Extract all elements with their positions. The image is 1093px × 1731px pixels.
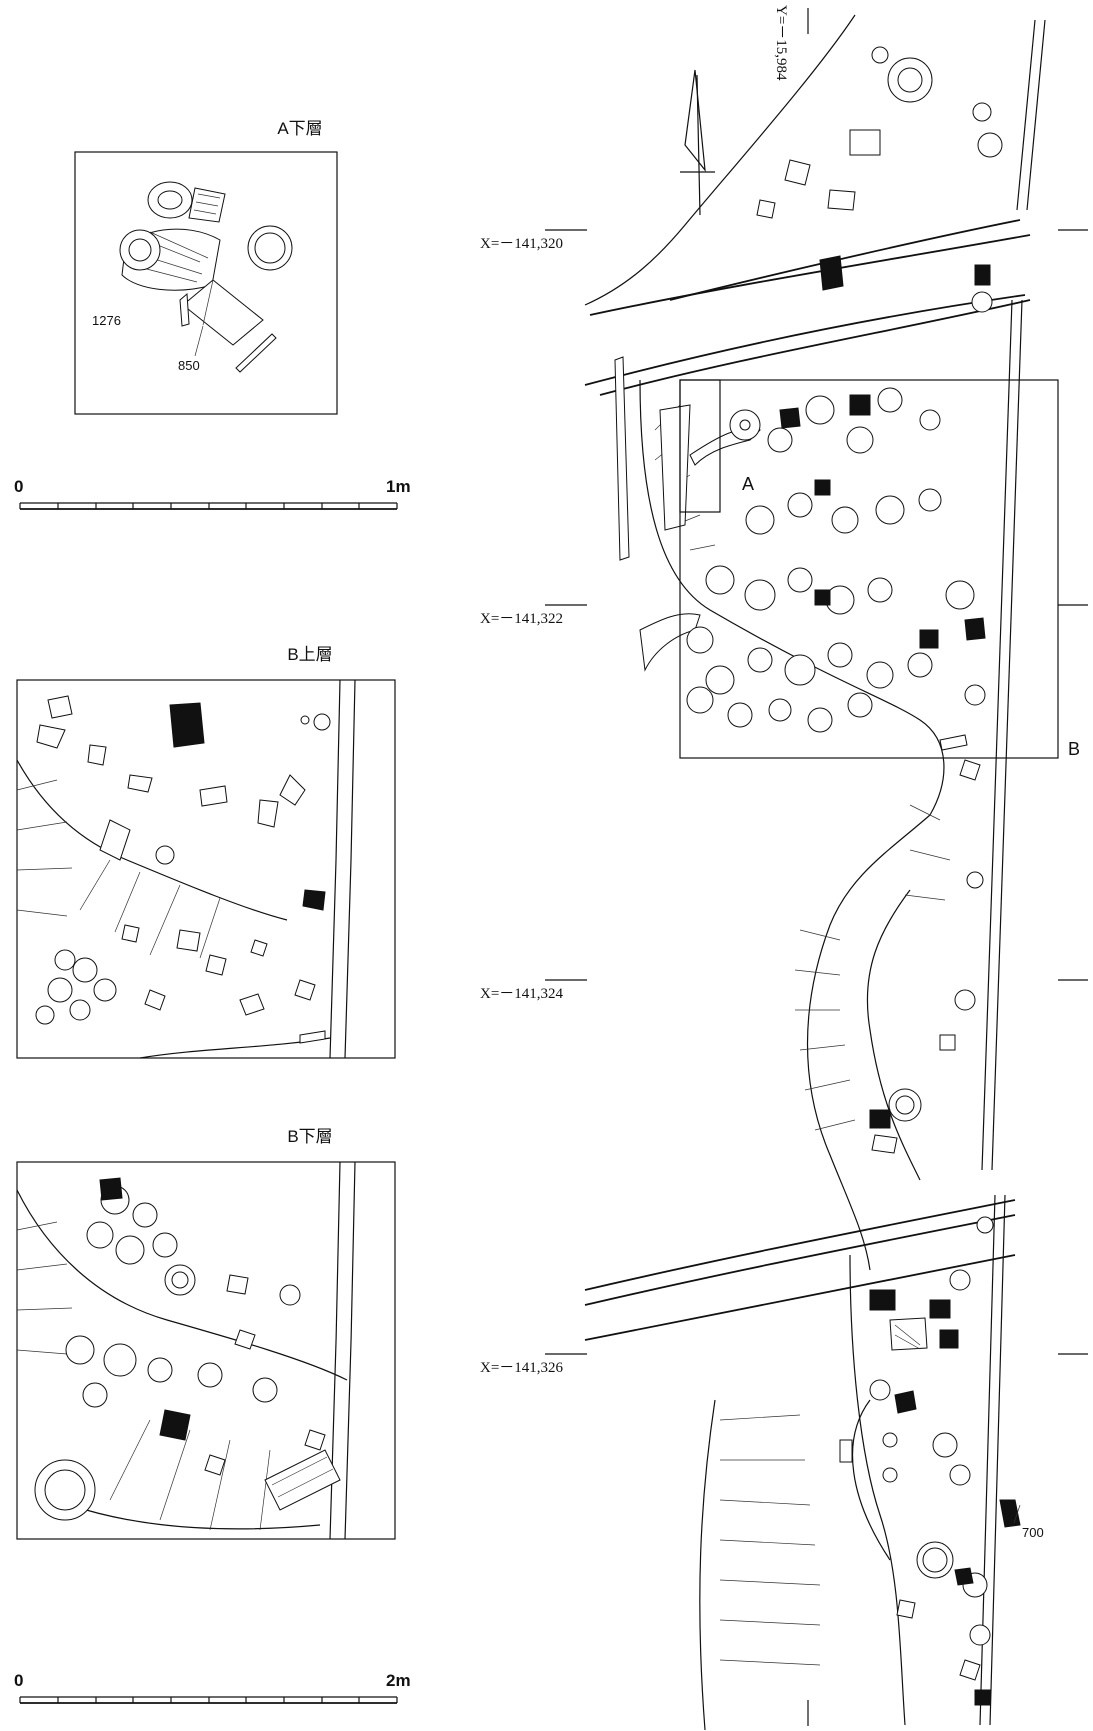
x-coordinate-label-3: X=－141,324 xyxy=(480,986,564,1002)
y-coordinate-label: Y=－15,984 xyxy=(773,5,789,81)
panel-b-lower-artifacts xyxy=(34,1177,341,1521)
trench-hatching xyxy=(654,404,951,1666)
panel-b-lower-features xyxy=(16,1161,356,1540)
scale-bar-2m xyxy=(19,1696,398,1704)
panel-a-frame xyxy=(74,151,338,415)
panel-b-lower-title: B下層 xyxy=(287,1127,332,1146)
scale-1m-end: 1m xyxy=(386,477,411,496)
right-grid-ticks xyxy=(807,229,1088,1726)
panel-b-upper-features xyxy=(16,679,356,1059)
north-arrow-icon xyxy=(680,69,715,216)
scale-1m-start: 0 xyxy=(14,477,23,496)
timber-fragments xyxy=(614,356,761,672)
panel-a-title: A下層 xyxy=(277,119,322,138)
panel-b-upper-artifacts xyxy=(35,695,331,1044)
area-a-label: A xyxy=(742,474,754,494)
label-700: 700 xyxy=(1022,1525,1044,1540)
scale-2m-end: 2m xyxy=(386,1671,411,1690)
x-coordinate-label-1: X=－141,320 xyxy=(480,236,563,252)
x-coordinate-label-4: X=－141,326 xyxy=(480,1360,564,1376)
scale-2m-start: 0 xyxy=(14,1671,23,1690)
panel-b-upper-frame xyxy=(16,679,396,1059)
leader-700 xyxy=(1013,1504,1021,1524)
label-1276: 1276 xyxy=(92,313,121,328)
label-850: 850 xyxy=(178,358,200,373)
panel-b-upper-title: B上層 xyxy=(287,645,332,664)
leader-850 xyxy=(194,325,204,357)
trench-outlines xyxy=(584,14,1046,1731)
main-plan-artifacts xyxy=(686,46,1021,1706)
area-b-frame xyxy=(679,379,1059,759)
panel-b-lower-frame xyxy=(16,1161,396,1540)
panel-a-artifacts xyxy=(119,181,293,373)
scale-bar-1m xyxy=(19,502,398,510)
x-coordinate-label-2: X=－141,322 xyxy=(480,611,563,627)
area-b-label: B xyxy=(1068,739,1080,759)
